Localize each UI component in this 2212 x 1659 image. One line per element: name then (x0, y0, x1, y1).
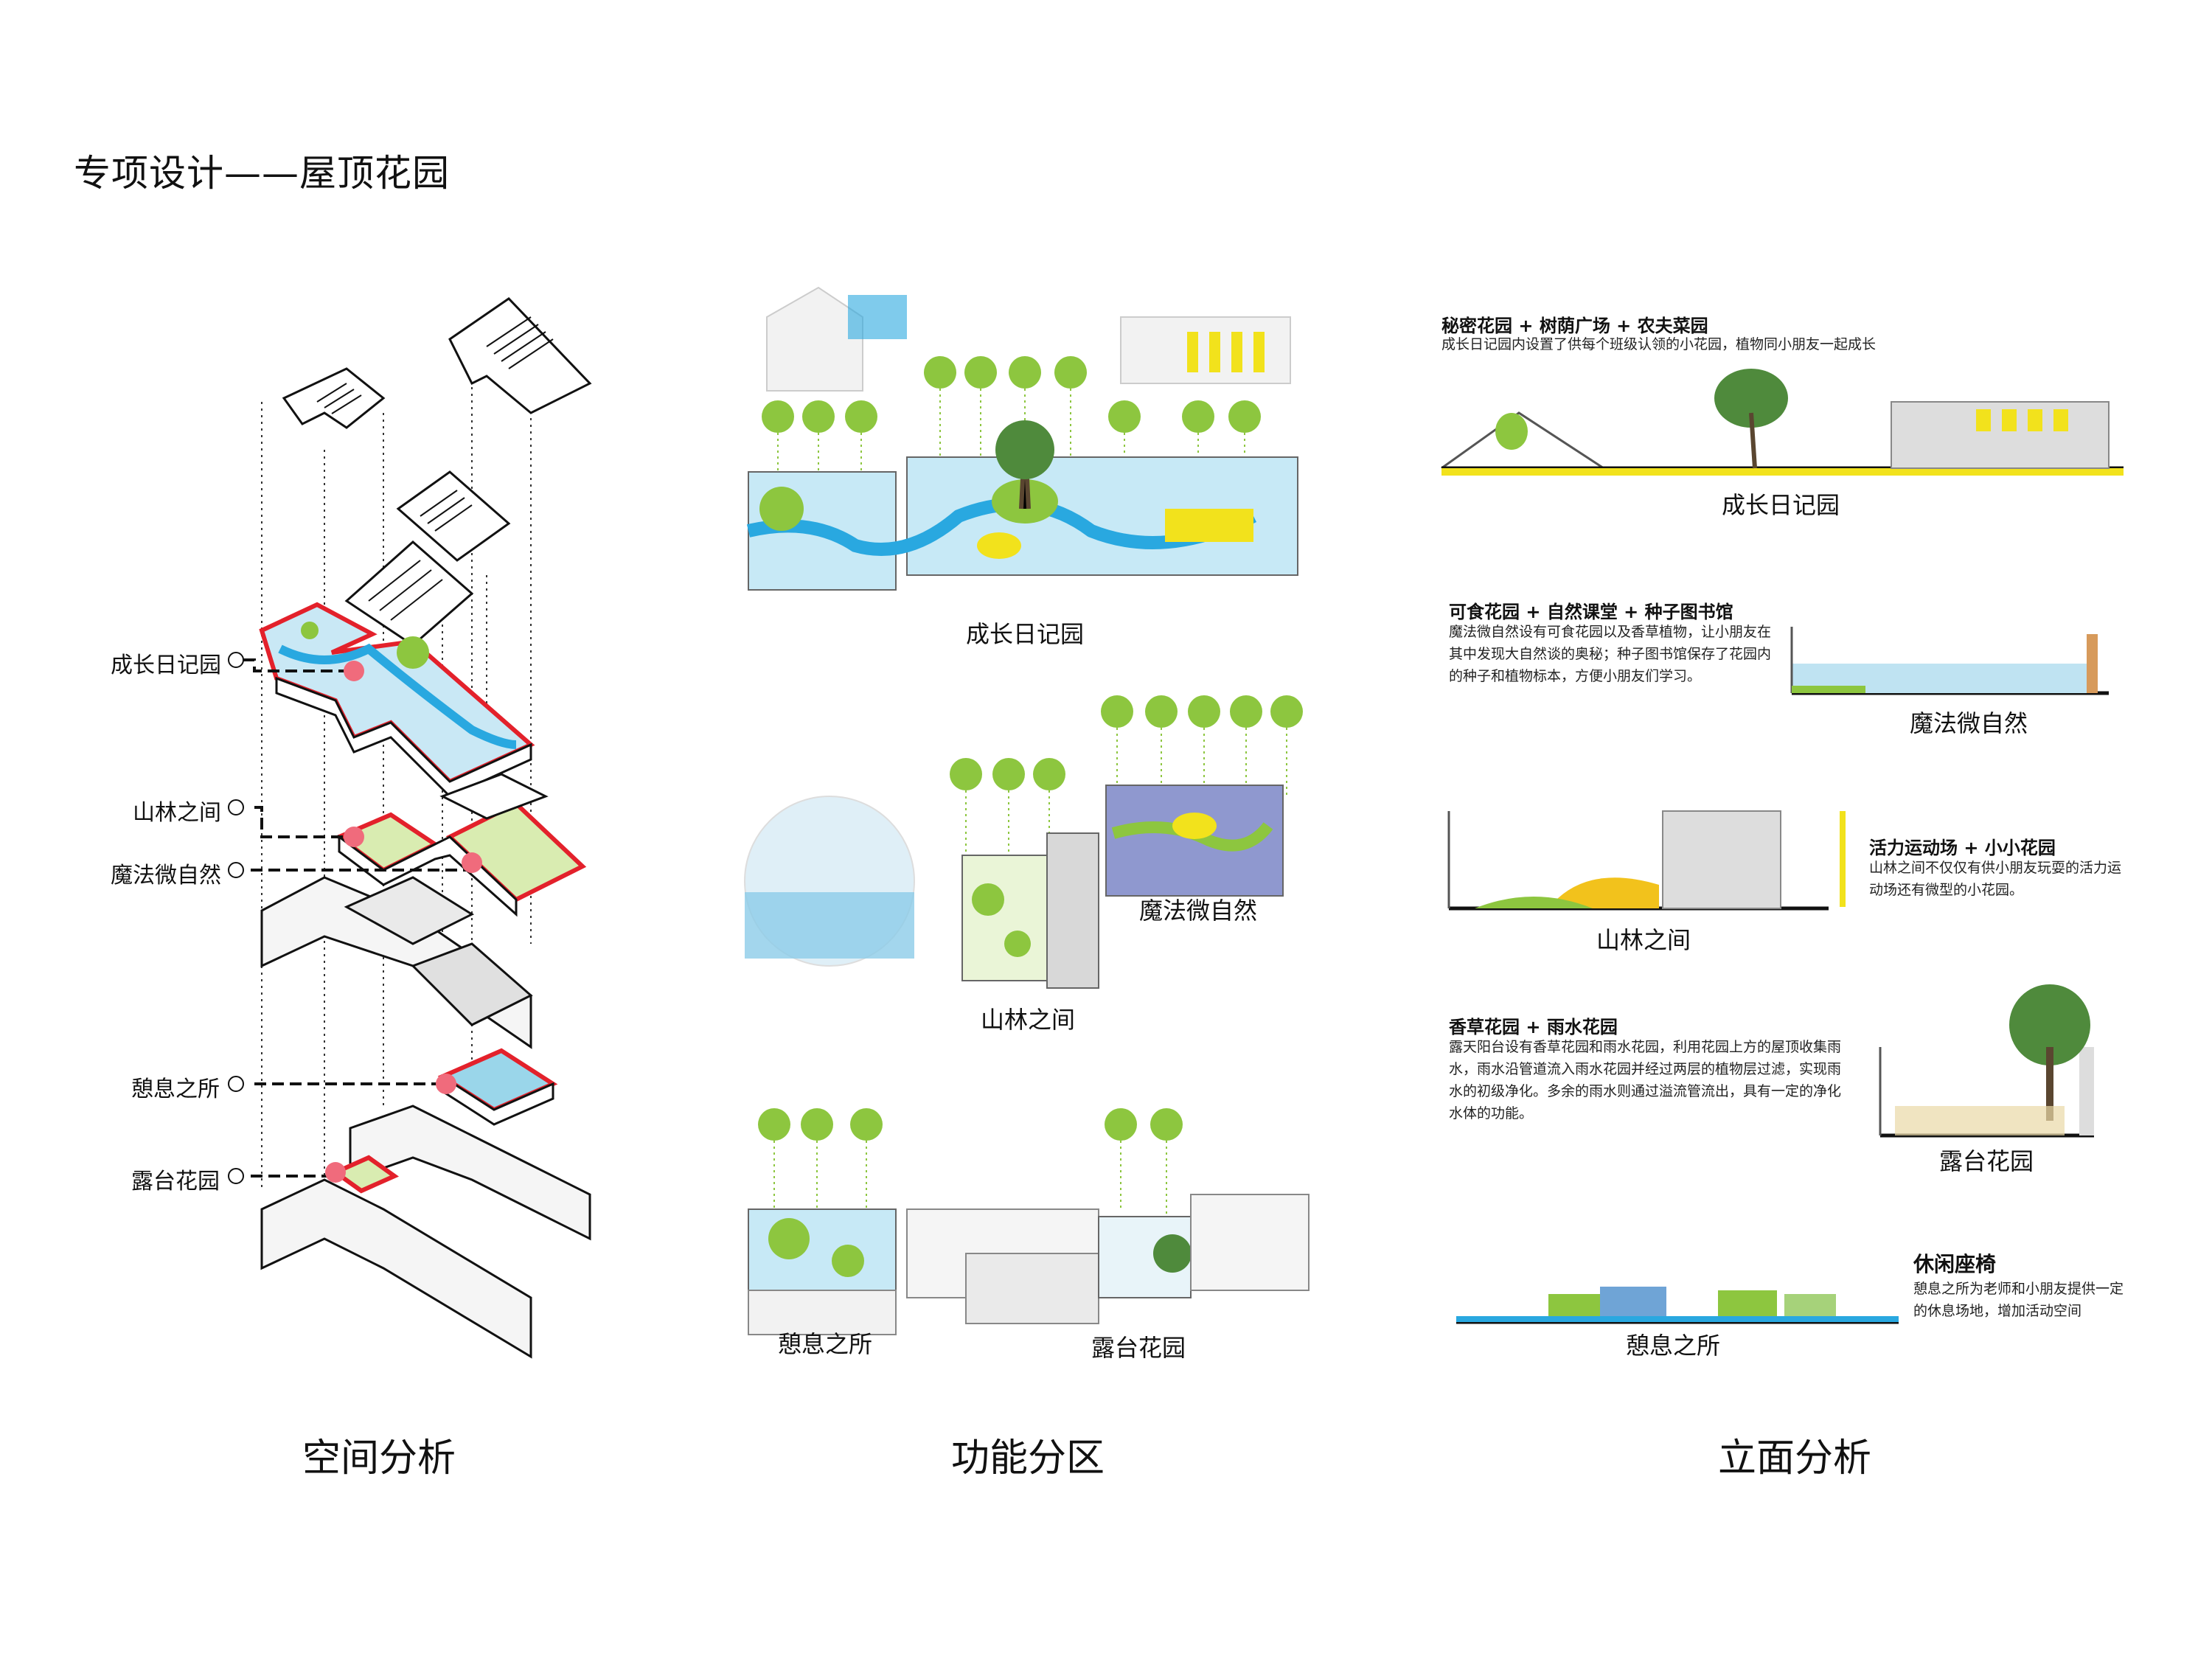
elevation-desc-5: 憩息之所为老师和小朋友提供一定的休息场地，增加活动空间 (1913, 1281, 2124, 1319)
elevation-terrace (1879, 984, 2094, 1138)
page-title: 专项设计——屋顶花园 (74, 152, 450, 195)
axon-label-terrace: 露台花园 (131, 1169, 220, 1194)
lowest-floors (260, 1105, 591, 1359)
axon-label-growth-diary: 成长日记园 (111, 653, 221, 678)
elevation-caption-1: 成长日记园 (1722, 491, 1840, 519)
plan-rest-terrace (748, 1194, 1310, 1335)
axon-label-forest: 山林之间 (133, 800, 221, 826)
elevation-desc-2: 魔法微自然设有可食花园以及香草植物，让小朋友在其中发现大自然谈的奥秘；种子图书馆… (1449, 624, 1772, 684)
elevation-caption-3: 山林之间 (1596, 926, 1691, 954)
zone-markers (325, 661, 482, 1183)
zone-caption-rest: 憩息之所 (778, 1330, 873, 1358)
elevation-head-2: 可食花园 + 自然课堂 + 种子图书馆 (1449, 602, 1733, 622)
elevation-head-5: 休闲座椅 (1913, 1252, 1997, 1276)
label-circles (228, 652, 244, 1184)
axon-label-rest: 憩息之所 (131, 1077, 220, 1102)
section-label-spatial: 空间分析 (302, 1436, 456, 1481)
section-label-functional: 功能分区 (951, 1436, 1105, 1481)
elevation-caption-2: 魔法微自然 (1910, 709, 2028, 737)
zone-caption-magic-nature: 魔法微自然 (1139, 897, 1258, 925)
plan-forest-magic (744, 785, 1284, 989)
elevation-desc-3: 山林之间不仅仅有供小朋友玩耍的活力运动场还有微型的小花园。 (1869, 860, 2122, 898)
roof-fragments (282, 297, 592, 647)
leader-lines (243, 658, 472, 1178)
layer-terrace (330, 1155, 400, 1194)
lower-floors (260, 876, 533, 1049)
zone-caption-growth-diary: 成长日记园 (966, 620, 1085, 648)
section-label-elevation: 立面分析 (1718, 1436, 1872, 1481)
elevation-caption-4: 露台花园 (1939, 1147, 2034, 1175)
elevation-growth-diary (1441, 369, 2124, 476)
elevation-head-3: 活力运动场 + 小小花园 (1869, 838, 2056, 858)
zone-caption-terrace: 露台花园 (1091, 1334, 1186, 1362)
roof-hatching (316, 316, 554, 621)
elevation-magic-nature (1790, 627, 2109, 695)
axon-label-magic-nature: 魔法微自然 (111, 863, 221, 888)
elevation-desc-4: 露天阳台设有香草花园和雨水花园，利用花园上方的屋顶收集雨水，雨水沿管道流入雨水花… (1449, 1039, 1842, 1121)
plan-growth-diary (746, 286, 1298, 591)
elevation-caption-5: 憩息之所 (1626, 1332, 1721, 1360)
elevation-rest (1456, 1287, 1899, 1324)
elevation-head-1: 秘密花园 + 树荫广场 + 农夫菜园 (1441, 316, 1708, 336)
elevation-desc-1: 成长日记园内设置了供每个班级认领的小花园，植物同小朋友一起成长 (1441, 336, 1877, 352)
function-icons (758, 356, 1303, 1141)
elevation-forest (1447, 810, 1846, 911)
zone-caption-forest: 山林之间 (981, 1006, 1076, 1034)
elevation-head-4: 香草花园 + 雨水花园 (1449, 1017, 1618, 1037)
